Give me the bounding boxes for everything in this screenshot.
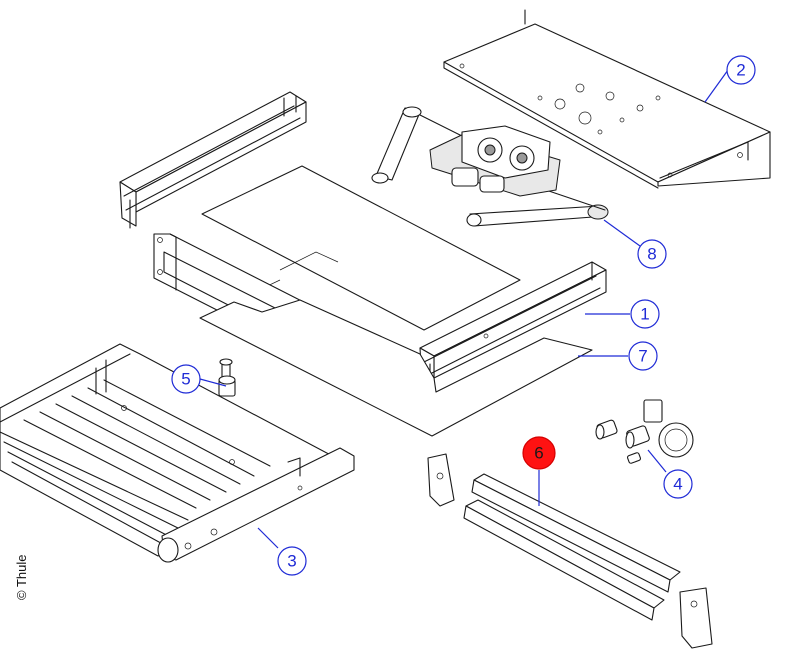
callout-6[interactable]: 6	[522, 436, 556, 470]
callout-8[interactable]: 8	[637, 239, 667, 269]
callout-7[interactable]: 7	[628, 341, 658, 371]
part-4-gear-bushings[interactable]	[595, 399, 694, 464]
callout-8-leader	[603, 219, 641, 247]
callout-2-label: 2	[736, 61, 745, 80]
callout-4-leader	[647, 449, 667, 473]
callout-1-label: 1	[640, 305, 649, 324]
callout-1[interactable]: 1	[630, 299, 660, 329]
part-3-step-tread[interactable]	[0, 343, 355, 563]
callout-4-label: 4	[673, 475, 682, 494]
callout-2[interactable]: 2	[726, 55, 756, 85]
callout-5[interactable]: 5	[171, 364, 201, 394]
callout-3-label: 3	[287, 552, 296, 571]
callout-7-label: 7	[638, 347, 647, 366]
part-1-right-rail[interactable]	[419, 261, 607, 393]
callout-8-label: 8	[647, 245, 656, 264]
callout-5-leader	[199, 378, 227, 387]
part-6-bracket-rails[interactable]	[427, 453, 713, 649]
callout-4[interactable]: 4	[663, 469, 693, 499]
copyright-text: © Thule	[14, 554, 29, 600]
callout-3-leader	[257, 527, 279, 549]
part-8-motor-linkage[interactable]	[371, 106, 609, 227]
callout-6-label: 6	[534, 444, 543, 463]
callout-2-leader	[704, 69, 729, 103]
top-left-rail[interactable]	[119, 91, 307, 229]
callout-5-label: 5	[181, 370, 190, 389]
part-2-mounting-plate[interactable]	[443, 9, 771, 189]
callout-3[interactable]: 3	[277, 546, 307, 576]
part-7-base-plate[interactable]	[199, 299, 593, 437]
